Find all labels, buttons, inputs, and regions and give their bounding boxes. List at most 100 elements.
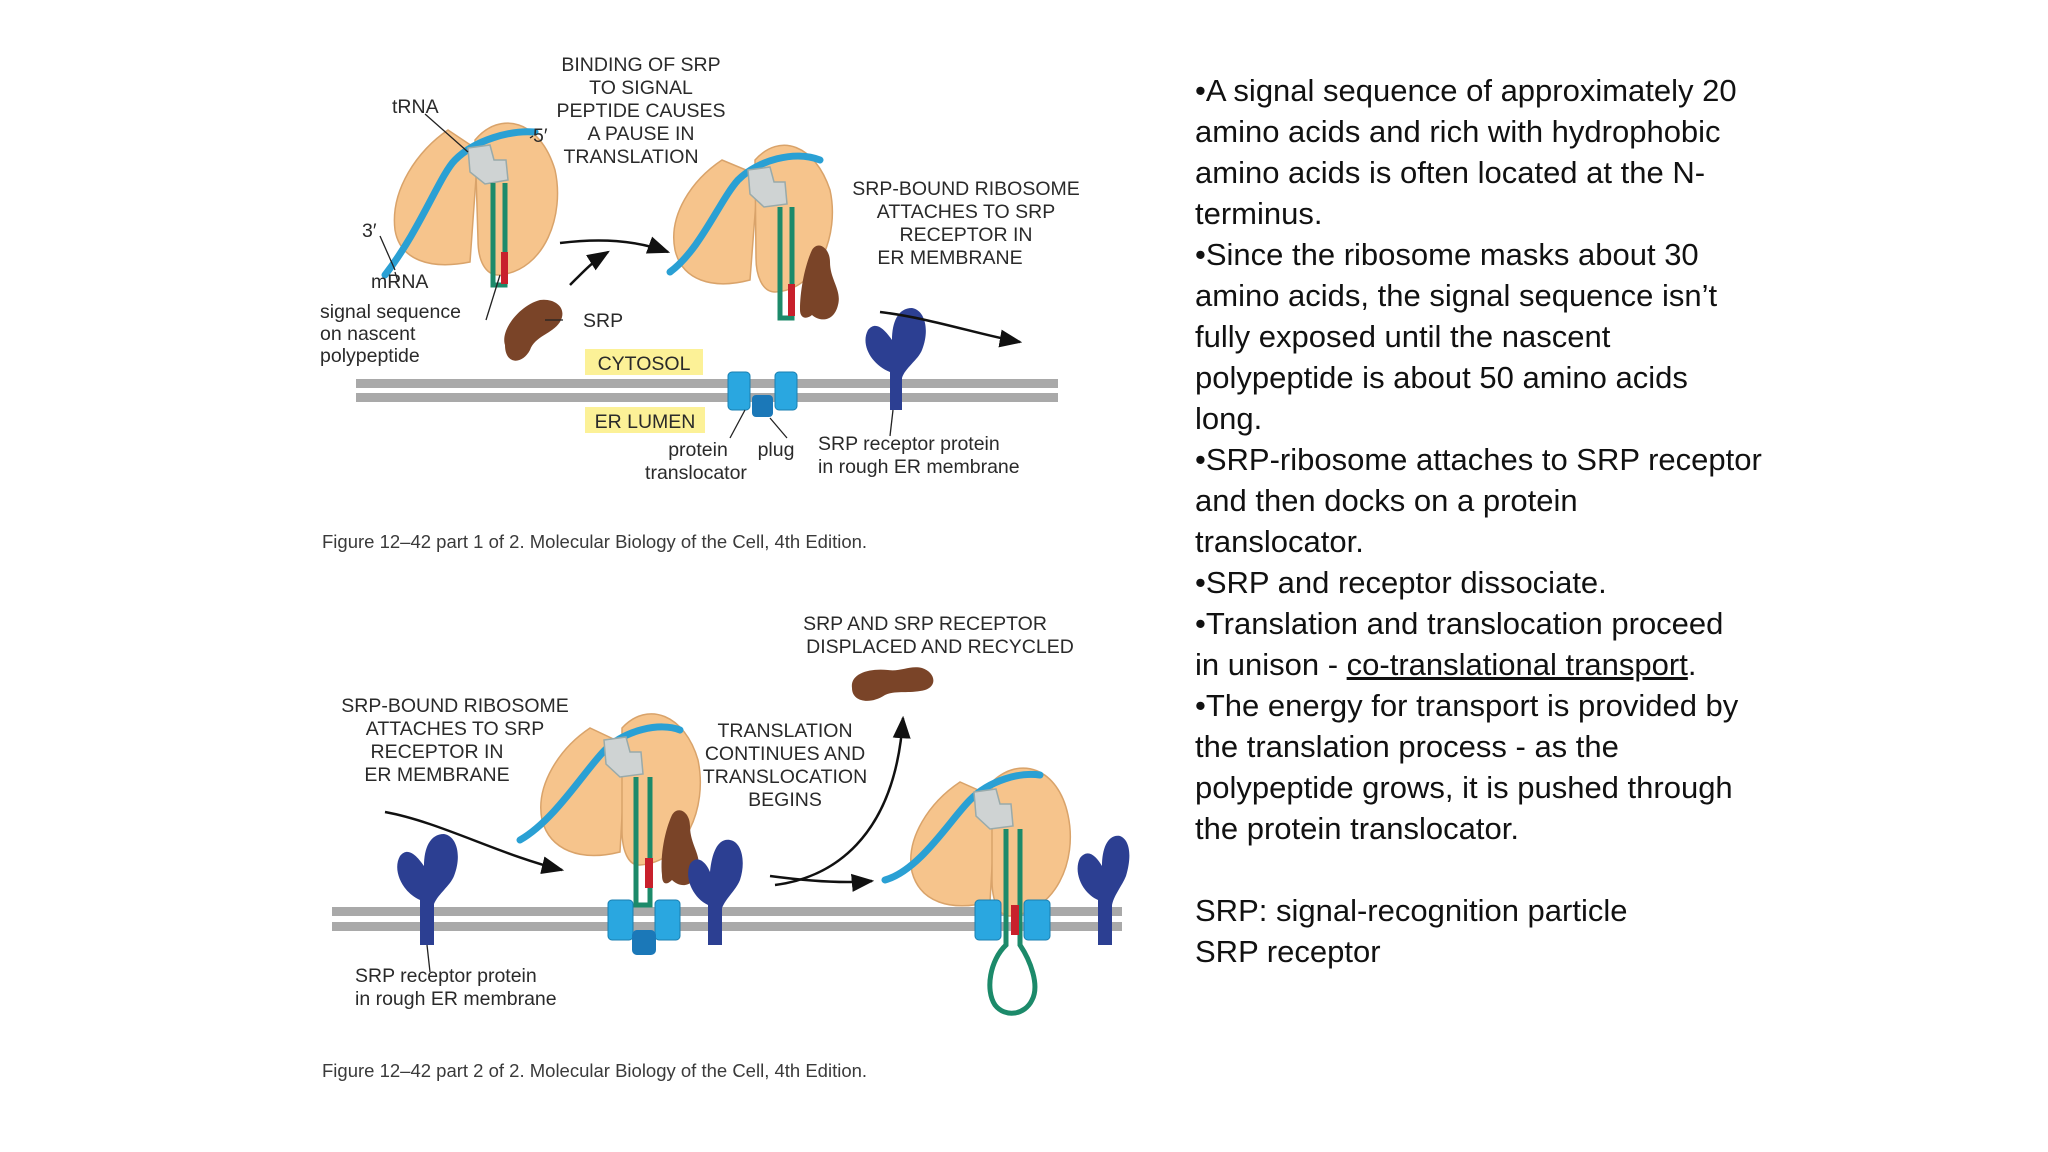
- protein-translocator-bottom-1: [607, 899, 681, 955]
- plug-bottom: [632, 930, 656, 955]
- svg-text:SRP receptor protein: SRP receptor protein: [818, 433, 1000, 455]
- explanation-text: •A signal sequence of approximately 20 a…: [1195, 70, 1795, 972]
- caption-top: Figure 12–42 part 1 of 2. Molecular Biol…: [322, 531, 867, 552]
- svg-text:ER MEMBRANE: ER MEMBRANE: [364, 764, 509, 786]
- trna-3: [603, 736, 644, 778]
- bullet-srp-attaches: •SRP-ribosome attaches to SRP receptor a…: [1195, 442, 1762, 559]
- svg-text:protein: protein: [668, 439, 728, 461]
- label-cytosol: CYTOSOL: [598, 353, 691, 375]
- signal-sequence-2: [788, 284, 795, 316]
- svg-text:translocator: translocator: [645, 462, 747, 484]
- ribosome-3: [516, 713, 743, 945]
- svg-text:signal sequence: signal sequence: [320, 301, 461, 323]
- arrow-continue: [769, 873, 875, 892]
- srp-free: [504, 299, 563, 361]
- srp-bound: [800, 245, 839, 320]
- label-attaches-note-top: SRP-BOUND RIBOSOME ATTACHES TO SRP RECEP…: [852, 178, 1080, 269]
- label-protein-translocator: protein translocator: [645, 439, 747, 484]
- svg-text:in rough ER membrane: in rough ER membrane: [355, 988, 557, 1010]
- svg-text:RECEPTOR IN: RECEPTOR IN: [900, 224, 1033, 246]
- cytosol-highlight: [585, 349, 703, 375]
- svg-text:RECEPTOR IN: RECEPTOR IN: [371, 741, 504, 763]
- term-co-translational-transport: co-translational transport: [1346, 647, 1688, 682]
- srp-receptor-bottom-docked: [688, 839, 743, 945]
- srp-receptor-top: [865, 308, 926, 410]
- signal-sequence-4: [1011, 905, 1019, 935]
- signal-sequence-1: [501, 252, 508, 284]
- srp-receptor-bottom-left: [397, 834, 458, 945]
- mrna-strand-2: [666, 152, 824, 276]
- svg-text:DISPLACED AND RECYCLED: DISPLACED AND RECYCLED: [806, 636, 1074, 658]
- plug-top: [752, 395, 773, 417]
- ribosome-2: [666, 144, 839, 321]
- spacer: [1195, 849, 1795, 890]
- svg-text:polypeptide: polypeptide: [320, 345, 420, 367]
- label-srp-receptor-bottom: SRP receptor protein in rough ER membran…: [355, 965, 557, 1010]
- srp-displaced: [851, 667, 934, 701]
- svg-text:CONTINUES AND: CONTINUES AND: [705, 743, 865, 765]
- arrow-to-membrane: [879, 310, 1023, 348]
- ribosome-4: [881, 767, 1072, 1016]
- svg-text:TRANSLOCATION: TRANSLOCATION: [703, 766, 867, 788]
- label-signal-sequence: signal sequence on nascent polypeptide: [320, 301, 461, 367]
- svg-text:SRP receptor protein: SRP receptor protein: [355, 965, 537, 987]
- trna-4: [973, 788, 1014, 830]
- svg-text:BINDING OF SRP: BINDING OF SRP: [561, 54, 720, 76]
- label-srp: SRP: [583, 310, 623, 332]
- label-continues-note: TRANSLATION CONTINUES AND TRANSLOCATION …: [703, 720, 867, 811]
- bullet-ribosome-masks: •Since the ribosome masks about 30 amino…: [1195, 237, 1718, 436]
- label-plug: plug: [758, 439, 795, 461]
- arrow-ribosome-to-ribosome: [559, 236, 671, 254]
- er-lumen-highlight: [585, 407, 705, 433]
- bullet-energy: •The energy for transport is provided by…: [1195, 688, 1739, 846]
- top-panel: tRNA 5′ 3′ mRNA signal sequence on nasce…: [320, 54, 1080, 552]
- label-five-prime: 5′: [533, 125, 548, 147]
- label-er-lumen: ER LUMEN: [595, 411, 696, 433]
- svg-text:TRANSLATION: TRANSLATION: [717, 720, 852, 742]
- label-three-prime: 3′: [362, 220, 377, 242]
- label-trna: tRNA: [392, 96, 439, 118]
- label-binding-note: BINDING OF SRP TO SIGNAL PEPTIDE CAUSES …: [556, 54, 725, 168]
- svg-text:in rough ER membrane: in rough ER membrane: [818, 456, 1020, 478]
- svg-text:TRANSLATION: TRANSLATION: [563, 146, 698, 168]
- bullet-dissociate: •SRP and receptor dissociate.: [1195, 565, 1607, 600]
- label-displaced-note: SRP AND SRP RECEPTOR DISPLACED AND RECYC…: [803, 613, 1074, 658]
- svg-text:SRP-BOUND RIBOSOME: SRP-BOUND RIBOSOME: [852, 178, 1080, 200]
- svg-text:on nascent: on nascent: [320, 323, 416, 345]
- svg-text:SRP AND SRP RECEPTOR: SRP AND SRP RECEPTOR: [803, 613, 1047, 635]
- label-attaches-note-bottom: SRP-BOUND RIBOSOME ATTACHES TO SRP RECEP…: [341, 695, 569, 786]
- bottom-panel: SRP AND SRP RECEPTOR DISPLACED AND RECYC…: [322, 613, 1130, 1081]
- svg-text:ATTACHES TO SRP: ATTACHES TO SRP: [366, 718, 544, 740]
- svg-text:A PAUSE IN: A PAUSE IN: [588, 123, 695, 145]
- er-membrane-top: [356, 379, 1058, 402]
- srp-receptor-bottom-right: [1077, 835, 1130, 945]
- svg-text:ER MEMBRANE: ER MEMBRANE: [877, 247, 1022, 269]
- mrna-strand-1: [381, 128, 539, 279]
- ribosome-1: [381, 122, 559, 288]
- bullet-co-translational: •Translation and translocation proceed i…: [1195, 606, 1724, 682]
- svg-text:SRP-BOUND RIBOSOME: SRP-BOUND RIBOSOME: [341, 695, 569, 717]
- trna-2: [747, 166, 788, 208]
- protein-translocator-top: [727, 371, 798, 417]
- polypeptide-loop: [987, 829, 1038, 1016]
- nascent-polypeptide-1: [490, 183, 508, 288]
- nascent-polypeptide-2: [777, 207, 795, 321]
- arrow-srp-binding: [569, 250, 610, 286]
- label-mrna: mRNA: [371, 271, 428, 293]
- er-membrane-bottom: [332, 907, 1122, 931]
- protein-translocator-bottom-2: [974, 899, 1051, 941]
- svg-text:ATTACHES TO SRP: ATTACHES TO SRP: [877, 201, 1055, 223]
- svg-text:PEPTIDE CAUSES: PEPTIDE CAUSES: [556, 100, 725, 122]
- label-srp-receptor-top: SRP receptor protein in rough ER membran…: [818, 433, 1020, 478]
- arrow-approach: [384, 810, 565, 874]
- srp-pathway-figure: tRNA 5′ 3′ mRNA signal sequence on nasce…: [320, 54, 1130, 1081]
- caption-bottom: Figure 12–42 part 2 of 2. Molecular Biol…: [322, 1060, 867, 1081]
- definition-srp-receptor: SRP receptor: [1195, 934, 1381, 969]
- arrow-recycle: [774, 715, 911, 887]
- svg-text:BEGINS: BEGINS: [748, 789, 822, 811]
- mrna-strand-4: [881, 770, 1044, 884]
- trna-1: [467, 144, 509, 185]
- bullet-signal-sequence: •A signal sequence of approximately 20 a…: [1195, 73, 1737, 231]
- definition-srp: SRP: signal-recognition particle: [1195, 893, 1628, 928]
- signal-sequence-3: [645, 858, 653, 888]
